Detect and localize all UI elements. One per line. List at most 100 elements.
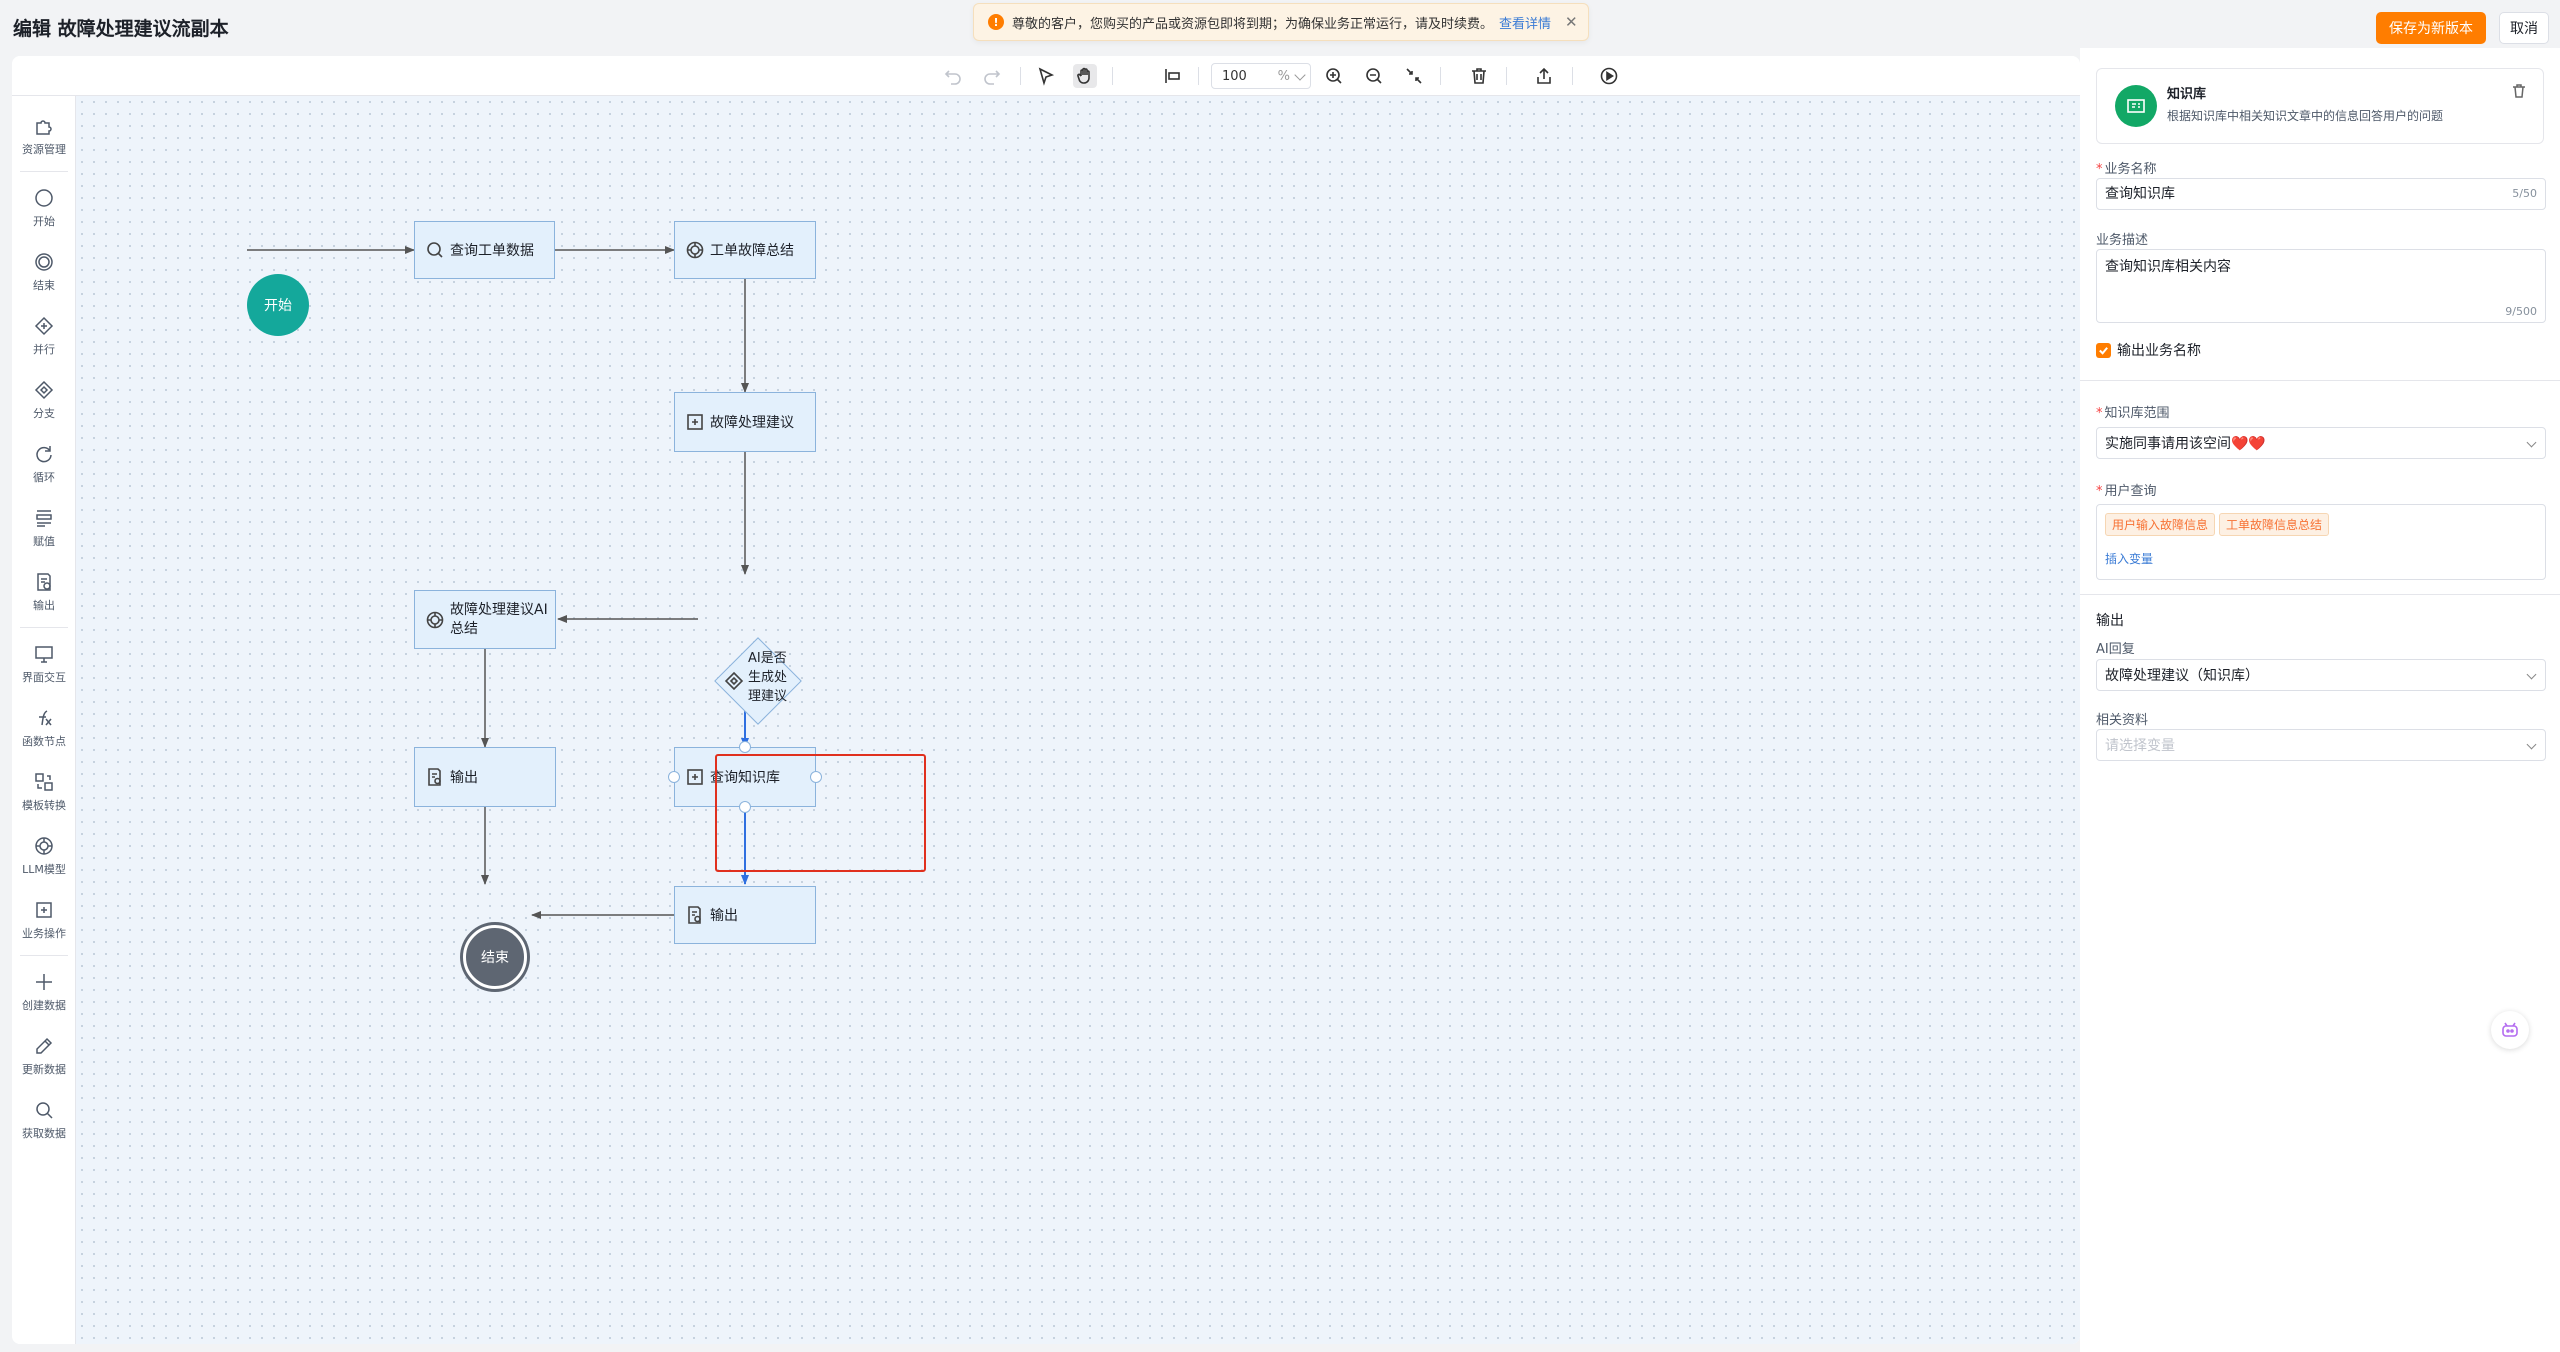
- business-icon: [36, 902, 52, 918]
- delete-node-icon[interactable]: [2511, 83, 2529, 101]
- palette-resource-manage[interactable]: 资源管理: [12, 104, 76, 168]
- node-query-ticket[interactable]: 查询工单数据: [414, 221, 555, 279]
- output-icon: [37, 573, 51, 591]
- palette-assign[interactable]: 赋值: [12, 496, 76, 560]
- fit-view-icon[interactable]: [1402, 64, 1426, 88]
- related-select[interactable]: 请选择变量: [2096, 729, 2546, 761]
- node-ticket-summary[interactable]: 工单故障总结: [674, 221, 816, 279]
- close-icon[interactable]: ✕: [1565, 13, 1578, 31]
- zoom-in-icon[interactable]: [1322, 64, 1346, 88]
- select-pointer-icon[interactable]: [1034, 64, 1058, 88]
- node-type-desc: 根据知识库中相关知识文章中的信息回答用户的问题: [2167, 109, 2444, 123]
- related-label: 相关资料: [2096, 713, 2149, 728]
- palette-branch[interactable]: 分支: [12, 368, 76, 432]
- branch-icon: [34, 380, 54, 400]
- ring-icon: [35, 253, 53, 271]
- notice-details-link[interactable]: 查看详情: [1499, 16, 1552, 32]
- output-section-title: 输出: [2096, 613, 2124, 629]
- chevron-down-icon: [2526, 669, 2537, 680]
- biz-name-count: 5/50: [2512, 187, 2537, 200]
- node-query-kb[interactable]: 查询知识库: [674, 747, 816, 807]
- biz-name-input[interactable]: 查询知识库 5/50: [2096, 178, 2546, 210]
- circle-icon: [35, 189, 53, 207]
- node-fault-advice[interactable]: 故障处理建议: [674, 392, 816, 452]
- page-title: 编辑 故障处理建议流副本: [13, 18, 229, 40]
- node-output-bottom[interactable]: 输出: [674, 886, 816, 944]
- monitor-icon: [35, 646, 53, 663]
- llm-icon: [425, 610, 445, 630]
- query-variable-tag[interactable]: 工单故障信息总结: [2219, 513, 2330, 536]
- node-palette: 资源管理 开始 结束 并行 分支 循环 赋值 输出: [12, 96, 76, 1344]
- assign-icon: [36, 510, 52, 527]
- notice-text: 尊敬的客户，您购买的产品或资源包即将到期；为确保业务正常运行，请及时续费。: [1012, 16, 1494, 32]
- biz-desc-label: 业务描述: [2096, 233, 2149, 248]
- palette-output[interactable]: 输出: [12, 560, 76, 624]
- palette-parallel[interactable]: 并行: [12, 304, 76, 368]
- cancel-button[interactable]: 取消: [2499, 12, 2549, 44]
- llm-icon: [685, 240, 705, 260]
- run-icon[interactable]: [1597, 64, 1621, 88]
- insert-variable-link[interactable]: 插入变量: [2105, 552, 2154, 566]
- header-bar: 编辑 故障处理建议流副本 ! 尊敬的客户，您购买的产品或资源包即将到期；为确保业…: [0, 0, 2560, 56]
- output-biz-name-checkbox[interactable]: 输出业务名称: [2096, 340, 2201, 360]
- node-output-left[interactable]: 输出: [414, 747, 556, 807]
- hand-pan-icon[interactable]: [1073, 64, 1097, 88]
- selected-node-highlight: [715, 754, 926, 872]
- palette-function-node[interactable]: 函数节点: [12, 696, 76, 760]
- checkmark-icon: [2096, 342, 2111, 358]
- kb-scope-select[interactable]: 实施同事请用该空间❤️❤️: [2096, 427, 2546, 459]
- connect-handle-left[interactable]: [668, 771, 680, 783]
- search-icon: [36, 1102, 53, 1119]
- pencil-icon: [36, 1037, 53, 1054]
- flow-canvas[interactable]: 开始 查询工单数据 工单故障总结 故障处理建议 AI是否生成处理建议 故障处理建…: [76, 96, 2080, 1344]
- puzzle-icon: [36, 120, 52, 135]
- zoom-select[interactable]: 100 %: [1211, 63, 1311, 89]
- palette-get-data[interactable]: 获取数据: [12, 1088, 76, 1152]
- node-properties-panel: 知识库 根据知识库中相关知识文章中的信息回答用户的问题 *业务名称 查询知识库 …: [2080, 48, 2560, 1352]
- biz-desc-textarea[interactable]: 查询知识库相关内容 9/500: [2096, 249, 2546, 323]
- palette-update-data[interactable]: 更新数据: [12, 1024, 76, 1088]
- save-new-version-button[interactable]: 保存为新版本: [2376, 12, 2486, 44]
- node-ai-summary[interactable]: 故障处理建议AI总结: [414, 590, 556, 649]
- canvas-area: 100 % 资源管理 开始 结束 并行: [12, 56, 2080, 1344]
- business-icon: [685, 412, 705, 432]
- node-info-card: 知识库 根据知识库中相关知识文章中的信息回答用户的问题: [2096, 68, 2544, 144]
- palette-end[interactable]: 结束: [12, 240, 76, 304]
- palette-loop[interactable]: 循环: [12, 432, 76, 496]
- connect-handle-right[interactable]: [810, 771, 822, 783]
- output-icon: [685, 905, 705, 925]
- loop-icon: [36, 446, 52, 463]
- node-start[interactable]: 开始: [247, 274, 309, 336]
- palette-llm-model[interactable]: LLM模型: [12, 824, 76, 888]
- connect-handle-top[interactable]: [739, 741, 751, 753]
- user-query-editor[interactable]: 用户输入故障信息工单故障信息总结 插入变量: [2096, 504, 2546, 580]
- assistant-bot-icon[interactable]: [2491, 1011, 2529, 1049]
- export-icon[interactable]: [1532, 64, 1556, 88]
- llm-icon: [35, 837, 53, 855]
- palette-business-operation[interactable]: 业务操作: [12, 888, 76, 952]
- redo-icon[interactable]: [980, 64, 1004, 88]
- chevron-down-icon: [2526, 437, 2537, 448]
- palette-ui-interaction[interactable]: 界面交互: [12, 632, 76, 696]
- biz-desc-count: 9/500: [2505, 305, 2537, 318]
- palette-start[interactable]: 开始: [12, 176, 76, 240]
- parallel-icon: [34, 316, 54, 336]
- align-icon[interactable]: [1160, 64, 1184, 88]
- node-ai-decision[interactable]: AI是否生成处理建议: [712, 635, 804, 727]
- zoom-out-icon[interactable]: [1362, 64, 1386, 88]
- user-query-label: *用户查询: [2096, 484, 2157, 499]
- undo-icon[interactable]: [941, 64, 965, 88]
- node-end[interactable]: 结束: [463, 925, 527, 989]
- node-type-name: 知识库: [2167, 87, 2207, 102]
- delete-icon[interactable]: [1467, 64, 1491, 88]
- search-icon: [425, 240, 445, 260]
- ai-reply-select[interactable]: 故障处理建议（知识库）: [2096, 659, 2546, 691]
- palette-create-data[interactable]: 创建数据: [12, 960, 76, 1024]
- palette-template-transform[interactable]: 模板转换: [12, 760, 76, 824]
- knowledge-base-icon: [2115, 85, 2157, 127]
- expiry-notice: ! 尊敬的客户，您购买的产品或资源包即将到期；为确保业务正常运行，请及时续费。 …: [973, 3, 1589, 41]
- biz-name-label: *业务名称: [2096, 162, 2157, 177]
- query-variable-tag[interactable]: 用户输入故障信息: [2105, 513, 2216, 536]
- connect-handle-bottom[interactable]: [739, 801, 751, 813]
- ai-reply-label: AI回复: [2096, 642, 2135, 657]
